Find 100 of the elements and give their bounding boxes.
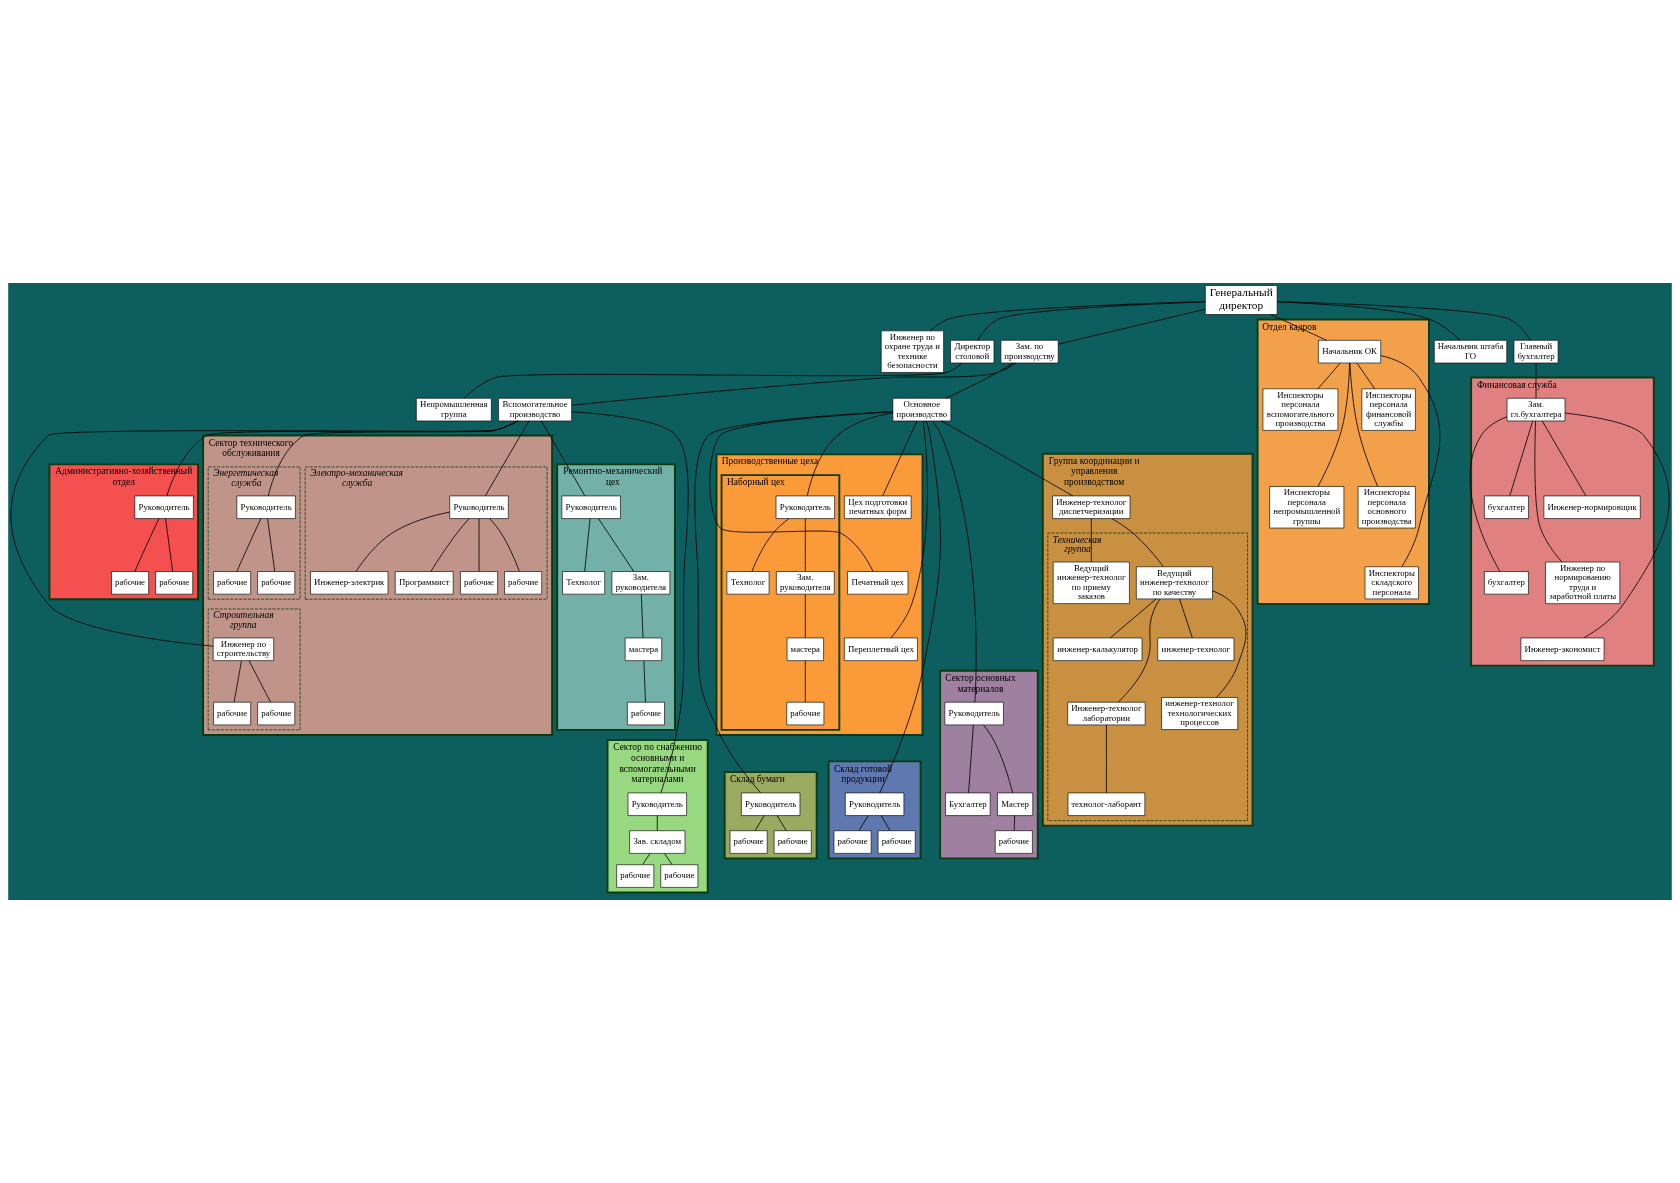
connector: [489, 518, 520, 572]
node-box: Главный бухгалтер: [1513, 340, 1559, 364]
node-box: рабочие: [213, 701, 251, 726]
node-box: Начальник штаба ГО: [1433, 340, 1508, 364]
node-box: Руководитель: [561, 495, 621, 519]
connector: [248, 660, 271, 703]
connector: [485, 420, 530, 497]
node-box: Руководитель: [845, 792, 905, 816]
connector: [890, 420, 928, 639]
connector: [165, 518, 174, 572]
connector: [968, 724, 974, 794]
node-box: Инспекторы персонала вспомогательного производства: [1262, 388, 1339, 431]
node-box: Зам. руководителя: [611, 571, 671, 595]
connector: [858, 815, 869, 831]
node-box: Руководитель: [944, 701, 1004, 726]
node-box: рабочие: [660, 864, 699, 888]
node-box: инженер-технолог: [1157, 637, 1235, 661]
node-box: Инженер по нормированию труда и заработной платы: [1545, 561, 1621, 604]
connector: [1111, 518, 1164, 568]
connector: [754, 815, 765, 831]
node-box: рабочие: [155, 571, 194, 595]
node-box: инженер-технолог технологических процессов: [1161, 697, 1239, 730]
connector: [1117, 598, 1161, 703]
connector: [882, 420, 918, 497]
node-box: Руководитель: [775, 495, 835, 519]
connector: [1469, 416, 1508, 572]
node-box: Руководитель: [741, 792, 801, 816]
node-box: Основное производство: [892, 397, 952, 422]
connector: [430, 518, 470, 572]
node-box: Инженер-экономист: [1520, 637, 1605, 661]
node-box: Инженер-электрик: [310, 571, 389, 595]
node-box: рабочие: [504, 571, 542, 595]
node-box: рабочие: [994, 830, 1033, 854]
node-box: Зам. руководителя: [776, 571, 835, 595]
connector: [1349, 362, 1379, 487]
node-box: Инженер по строительству: [212, 637, 274, 661]
connector: [880, 815, 891, 831]
node-box: Зам. по производству: [1000, 340, 1059, 364]
connector: [709, 411, 894, 572]
connector: [642, 853, 651, 865]
node-box: рабочие: [773, 830, 812, 854]
connector: [1013, 815, 1016, 831]
connector: [236, 518, 262, 572]
connector: [1356, 362, 1376, 390]
connector: [640, 593, 644, 639]
node-box: Мастер: [997, 792, 1034, 816]
connector: [571, 411, 689, 794]
node-box: инженер-калькулятор: [1052, 637, 1143, 661]
node-box: Инженер-нормировщик: [1543, 495, 1641, 519]
connector: [983, 724, 1013, 794]
node-box: Печатный цех: [847, 571, 909, 595]
node-box: Инспекторы персонала финансовой службы: [1361, 388, 1416, 431]
node-box: мастера: [624, 637, 662, 661]
connector: [1564, 412, 1670, 639]
connector: [751, 518, 790, 572]
node-box: Руководитель: [627, 792, 687, 816]
node-box: рабочие: [877, 830, 916, 854]
connector: [1090, 518, 1092, 563]
connector: [267, 420, 519, 497]
node-box: Руководитель: [236, 495, 296, 519]
node-box: рабочие: [627, 701, 665, 726]
node-box: рабочие: [786, 701, 825, 726]
connector: [1317, 362, 1350, 487]
node-box: Ведущий инженер-технолог по приему заказов: [1052, 561, 1130, 604]
node-box: рабочие: [616, 864, 655, 888]
node-box: рабочие: [257, 701, 296, 726]
connector: [1110, 598, 1157, 639]
connector: [1534, 420, 1563, 563]
node-box: Вспомогательное производство: [498, 397, 572, 422]
connector: [806, 412, 894, 497]
node-box: рабочие: [833, 830, 872, 854]
node-box: Инженер-технолог лаборатории: [1067, 701, 1146, 726]
connector: [463, 362, 963, 399]
connector: [134, 518, 160, 572]
connector: [1380, 355, 1441, 567]
connector: [776, 815, 787, 831]
connector: [355, 511, 451, 572]
connector: [1212, 590, 1247, 698]
node-box: Технолог: [726, 571, 770, 595]
connector: [1276, 301, 1531, 341]
node-box: Инспекторы складского персонала: [1364, 566, 1419, 600]
connector: [804, 518, 806, 572]
node-box: Ведущий инженер-технолог по качеству: [1136, 566, 1213, 600]
connector: [1276, 301, 1461, 341]
node-box: Инспекторы персонала непромышленной группы: [1269, 486, 1345, 529]
node-box: рабочие: [460, 571, 498, 595]
connector: [1541, 420, 1587, 497]
connector: [1106, 724, 1107, 794]
node-box: технолог-лаборант: [1067, 792, 1146, 816]
connector: [643, 660, 646, 703]
connector: [1535, 362, 1537, 399]
connector: [656, 815, 658, 831]
connector: [945, 362, 1014, 399]
connector: [584, 518, 591, 572]
connector: [879, 420, 941, 794]
node-box: Программист: [394, 571, 454, 595]
node-box: Цех подготовки печатных форм: [844, 495, 912, 519]
node-box: Руководитель: [449, 495, 509, 519]
node-box: Зам. гл.бухгалтера: [1506, 397, 1566, 422]
connector: [931, 420, 977, 703]
